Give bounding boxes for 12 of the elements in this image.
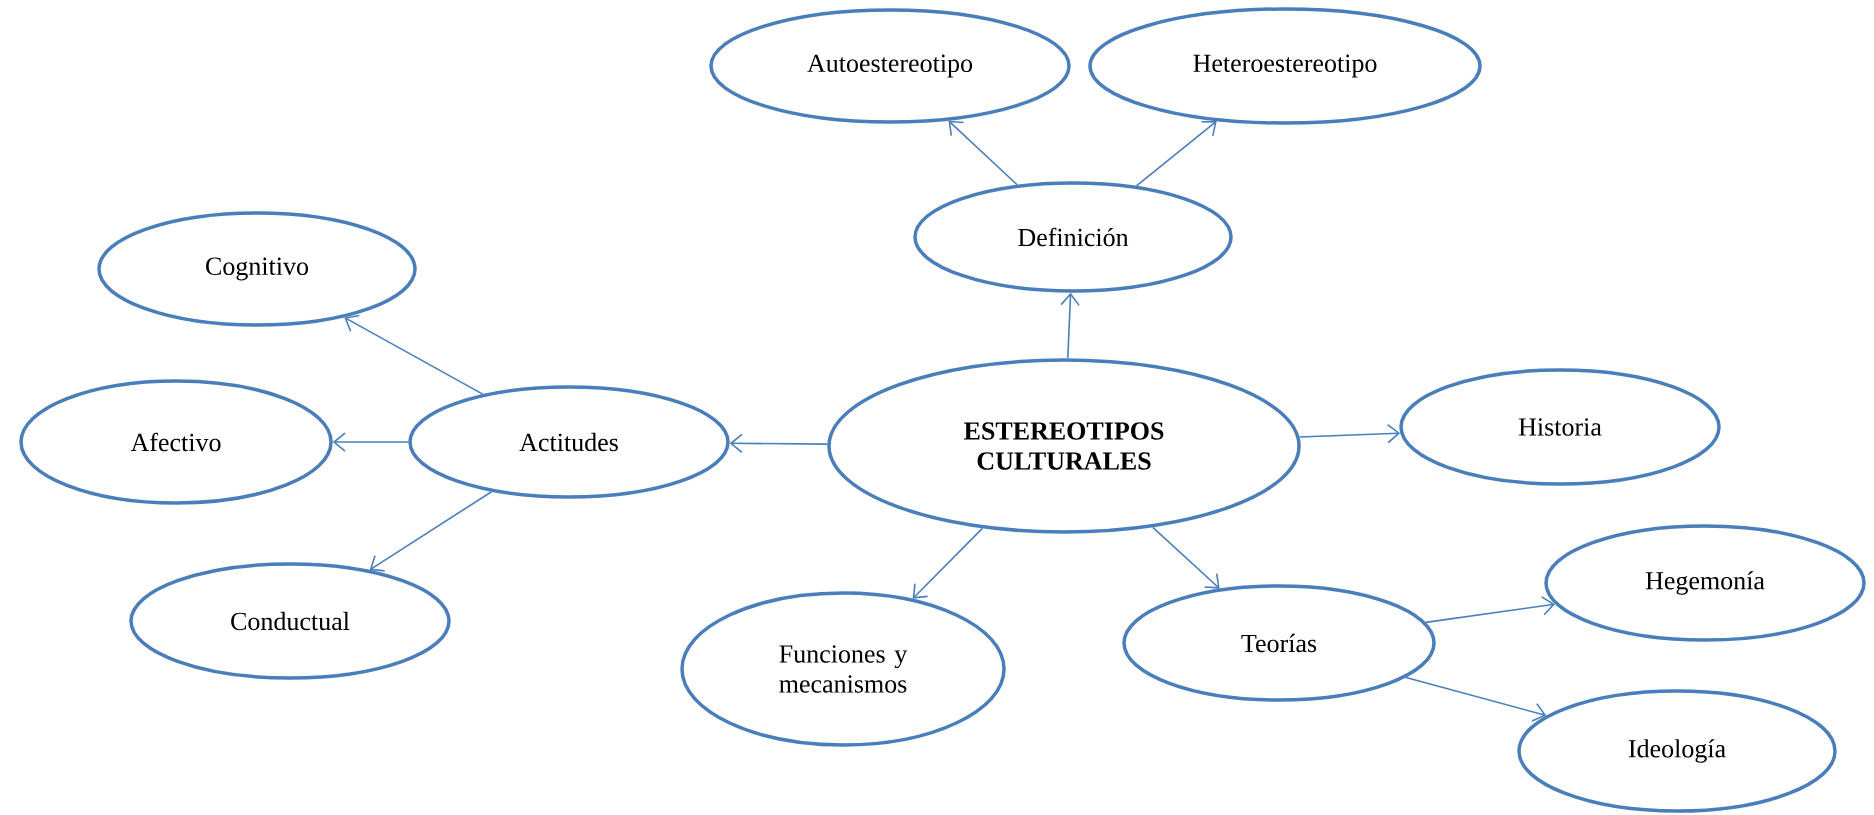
arrow bbox=[1060, 292, 1080, 360]
arrow bbox=[912, 527, 984, 599]
arrow bbox=[1298, 423, 1401, 444]
arrow bbox=[1424, 596, 1556, 624]
arrow bbox=[1405, 676, 1547, 722]
arrow bbox=[332, 432, 410, 452]
arrow bbox=[1135, 121, 1217, 187]
arrow bbox=[344, 314, 484, 395]
arrow bbox=[729, 433, 829, 454]
arrow bbox=[1152, 526, 1220, 589]
arrow bbox=[369, 490, 493, 572]
arrow bbox=[948, 120, 1018, 186]
